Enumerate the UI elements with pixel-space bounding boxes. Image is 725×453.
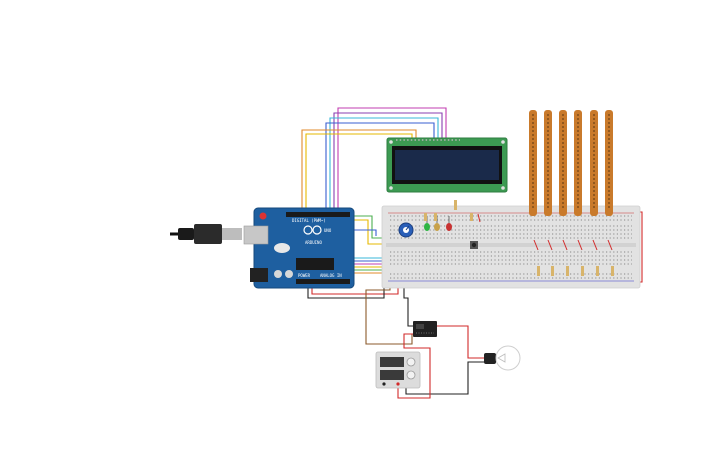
wire-black-relay[interactable] (403, 282, 414, 327)
wire-blue-2[interactable] (352, 229, 377, 236)
wire-brown-relay[interactable] (365, 282, 413, 345)
sensor-3[interactable] (559, 110, 567, 216)
sensor-6[interactable] (605, 110, 613, 216)
sensor-array[interactable] (529, 110, 613, 216)
reset-button[interactable] (259, 212, 267, 220)
crystal (274, 243, 290, 253)
arduino-logo (303, 225, 322, 235)
usb-port (243, 225, 269, 245)
supply-display-1 (380, 357, 404, 367)
led-amber (434, 223, 440, 231)
board-logo-text: UNO (324, 228, 332, 233)
lcd-display[interactable] (386, 137, 508, 193)
led-green (424, 223, 430, 231)
breadboard-holes (390, 215, 632, 279)
lcd-screen (395, 150, 499, 180)
atmega-chip (296, 258, 334, 270)
wire-magenta-lcd[interactable] (337, 107, 447, 212)
leds (424, 216, 452, 231)
supply-terminal-neg[interactable] (382, 382, 386, 386)
usb-cable-icon[interactable] (170, 224, 242, 244)
wire-purple-lcd[interactable] (333, 112, 443, 212)
wire-red-relay[interactable] (436, 325, 486, 359)
power-label: POWER (298, 273, 311, 278)
wire-cyan-lcd[interactable] (329, 117, 439, 212)
capacitor-2 (285, 270, 293, 278)
wire-red-supply[interactable] (397, 333, 431, 399)
wire-yellow-lcd[interactable] (305, 133, 413, 212)
analog-header (296, 279, 350, 284)
breadboard-jumpers (477, 213, 613, 251)
led-red (446, 223, 452, 231)
sensor-1[interactable] (529, 110, 537, 216)
sensor-2[interactable] (544, 110, 552, 216)
supply-display-2 (380, 370, 404, 380)
board-brand-text: ARDUINO (305, 240, 322, 245)
resistors (424, 200, 614, 276)
sensor-4[interactable] (574, 110, 582, 216)
supply-terminal-pos[interactable] (396, 382, 400, 386)
dc-jack (250, 268, 268, 282)
relay-module-icon[interactable] (413, 321, 437, 337)
breadboard[interactable] (381, 205, 641, 289)
lcd-pins (389, 140, 505, 190)
power-supply-icon[interactable] (375, 351, 421, 389)
supply-knob-2[interactable] (406, 370, 416, 380)
wire-orange-lcd[interactable] (301, 129, 417, 212)
sensor-5[interactable] (590, 110, 598, 216)
potentiometer-icon[interactable] (398, 222, 414, 238)
wire-blue-lcd[interactable] (325, 122, 435, 212)
push-button-icon[interactable] (470, 241, 478, 249)
arduino-uno-board[interactable]: UNO ARDUINO ANALOG IN POWER DIGITAL (PWM… (243, 207, 355, 289)
wire-black-bulb[interactable] (405, 361, 490, 395)
supply-knob-1[interactable] (406, 357, 416, 367)
digital-header (286, 212, 350, 217)
capacitor-1 (274, 270, 282, 278)
light-bulb-icon[interactable] (484, 345, 521, 371)
digital-label: DIGITAL (PWM~) (292, 218, 326, 223)
analog-label: ANALOG IN (320, 273, 342, 278)
